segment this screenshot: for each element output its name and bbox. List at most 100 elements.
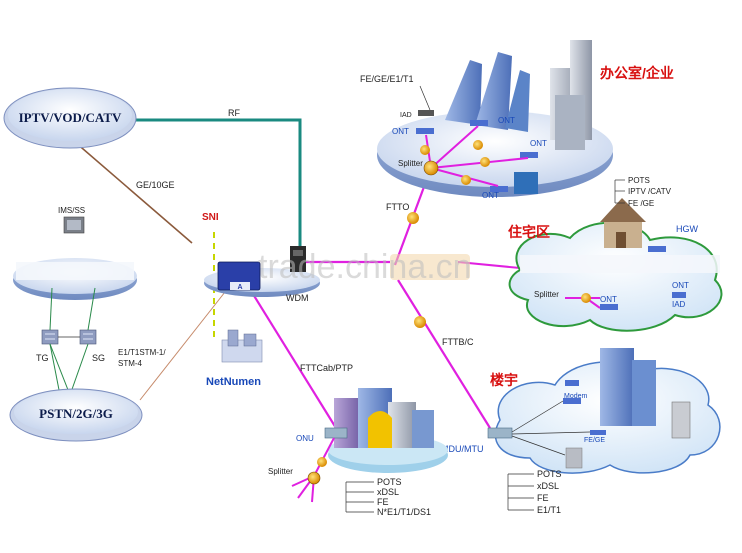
building-services-list: POTS xDSL FE E1/T1	[507, 469, 562, 515]
office-fiber-marker-3	[480, 157, 490, 167]
modem-device-icon	[563, 380, 581, 404]
building-cabinet-icon	[565, 401, 691, 469]
building-tower-icon	[600, 348, 656, 426]
residential-ont-device	[600, 304, 618, 310]
ftto-label: FTTO	[386, 202, 409, 212]
building-service-3: FE	[537, 493, 549, 503]
office-ont-bottom-label: ONT	[482, 191, 499, 200]
residential-splitter-icon	[581, 293, 591, 303]
building-region-title: 楼宇	[490, 372, 518, 388]
cabinet-splitter-icon	[307, 471, 321, 485]
building-service-2: xDSL	[537, 481, 559, 491]
office-fiber-marker-1	[420, 145, 430, 155]
fe-ge-device-icon	[590, 430, 606, 435]
ge10ge-label: GE/10GE	[136, 180, 175, 190]
residential-iad-label: IAD	[672, 300, 686, 309]
pstn-node: PSTN/2G/3G	[9, 388, 143, 442]
fe-ge-label: FE/GE	[584, 437, 605, 444]
office-region-title: 办公室/企业	[600, 65, 674, 81]
olt-device-icon: A	[217, 261, 261, 291]
office-splitter-label: Splitter	[398, 159, 423, 168]
residential-iad-device	[672, 292, 686, 298]
wdm-device-icon	[290, 246, 306, 272]
ftto-fiber-marker	[407, 212, 419, 224]
office-ont-mid-label: ONT	[498, 116, 515, 125]
office-iad-device	[418, 110, 434, 116]
residential-splitter-label: Splitter	[534, 290, 559, 299]
tg-label: TG	[36, 353, 49, 363]
office-services-label: FE/GE/E1/T1	[360, 74, 414, 84]
residential-ont-label: ONT	[600, 295, 617, 304]
sg-pstn-link	[69, 343, 89, 396]
fiber-olt-cabinet	[247, 285, 337, 429]
office-buildings	[445, 40, 592, 194]
e1t1-link	[139, 291, 226, 401]
residential-house-icon	[600, 198, 646, 248]
rf-link	[128, 118, 302, 248]
modem-label: Modem	[564, 393, 588, 400]
hgw-device-icon	[648, 246, 666, 252]
e1t1-label: E1/T1STM-1/	[118, 348, 166, 357]
central-ring	[390, 254, 470, 280]
office-splitter-icon	[423, 160, 439, 176]
fttcab-label: FTTCab/PTP	[300, 363, 353, 373]
cabinet-buildings	[334, 388, 434, 448]
cabinet-services-list: POTS xDSL FE N*E1/T1/DS1	[345, 477, 431, 517]
cabinet-splitter-label: Splitter	[268, 467, 293, 476]
sg-device-icon	[79, 329, 97, 345]
ge-link	[74, 141, 193, 244]
cabinet-service-3: FE	[377, 497, 389, 507]
sni-label: SNI	[202, 212, 219, 223]
netnumen-label: NetNumen	[206, 376, 261, 388]
cabinet-fiber-marker	[317, 457, 327, 467]
pstn-label: PSTN/2G/3G	[39, 406, 113, 421]
fiber-fttb	[397, 279, 491, 429]
tg-pstn-link	[49, 343, 61, 396]
office-ont-right-label: ONT	[530, 139, 547, 148]
office-fiber-fanout	[425, 125, 529, 187]
residential-region-title: 住宅区	[508, 224, 550, 240]
fttb-fiber-marker	[414, 316, 426, 328]
office-ont-mid-device	[470, 120, 488, 126]
office-ont-left-device	[416, 128, 434, 134]
watermark-text: trade.china.cn	[258, 248, 472, 286]
cabinet-fiber	[291, 437, 335, 503]
tg-device-icon	[41, 329, 59, 345]
mdu-label: MDU/MTU	[441, 444, 484, 454]
onu-device-icon	[324, 427, 348, 439]
office-ont-left-label: ONT	[392, 127, 409, 136]
onu-label: ONU	[296, 434, 314, 443]
sg-label: SG	[92, 353, 105, 363]
office-ont-bottom-device	[490, 186, 508, 192]
fttb-label: FTTB/C	[442, 337, 474, 347]
residential-ont2-label: ONT	[672, 281, 689, 290]
ims-platform	[13, 258, 137, 300]
hgw-label: HGW	[676, 224, 699, 234]
netnumen-icon	[221, 329, 263, 363]
cabinet-service-2: xDSL	[377, 487, 399, 497]
residential-services-list: POTS IPTV /CATV FE /GE	[614, 176, 672, 208]
cabinet-service-1: POTS	[377, 477, 402, 487]
office-fiber-marker-2	[473, 140, 483, 150]
ims-server-icon	[63, 216, 85, 234]
building-service-1: POTS	[537, 469, 562, 479]
svg-text:A: A	[237, 284, 242, 291]
building-service-4: E1/T1	[537, 505, 561, 515]
rf-label: RF	[228, 108, 240, 118]
stm4-label: STM-4	[118, 359, 143, 368]
office-ont-right-device	[520, 152, 538, 158]
residential-cloud	[508, 221, 723, 332]
cabinet-service-4: N*E1/T1/DS1	[377, 507, 431, 517]
residential-service-2: IPTV /CATV	[628, 187, 672, 196]
mdu-links	[511, 400, 591, 456]
ims-label: IMS/SS	[58, 206, 85, 215]
wdm-label: WDM	[286, 293, 309, 303]
office-fiber-marker-4	[461, 175, 471, 185]
residential-service-3: FE /GE	[628, 199, 654, 208]
ims-sg-link	[87, 287, 96, 331]
residential-service-1: POTS	[628, 176, 650, 185]
iptv-node: IPTV/VOD/CATV	[3, 87, 137, 149]
mdu-device-icon	[487, 427, 513, 439]
iptv-label: IPTV/VOD/CATV	[19, 110, 122, 125]
